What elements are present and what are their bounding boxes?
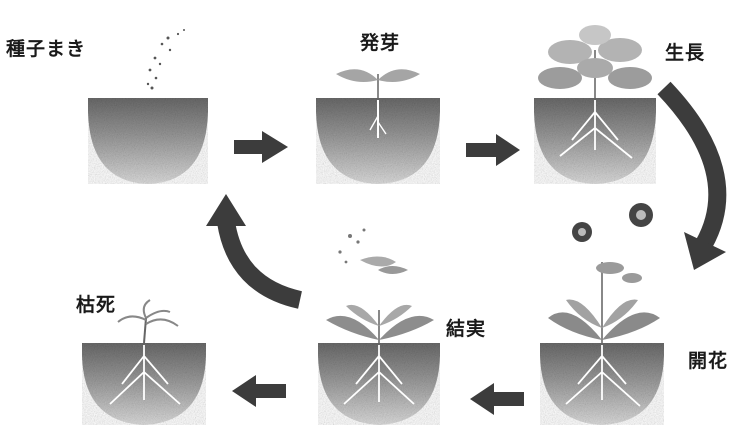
falling-seeds-icon — [147, 29, 185, 90]
right-arrow-icon — [234, 131, 288, 163]
stage-label-sowing: 種子まき — [6, 34, 86, 61]
curved-arrow-icon — [664, 88, 726, 270]
stage-label-flowering: 開花 — [688, 346, 728, 373]
stage-label-fruiting: 結実 — [446, 314, 486, 341]
soil-bowl-sowing — [88, 98, 208, 184]
right-arrow-icon — [466, 134, 520, 166]
stage-label-withering: 枯死 — [76, 290, 116, 317]
curved-arrow-icon — [206, 194, 300, 300]
stage-label-growth: 生長 — [665, 38, 705, 65]
stage-label-germination: 発芽 — [360, 28, 400, 55]
left-arrow-icon — [470, 383, 524, 415]
left-arrow-icon — [232, 375, 286, 407]
